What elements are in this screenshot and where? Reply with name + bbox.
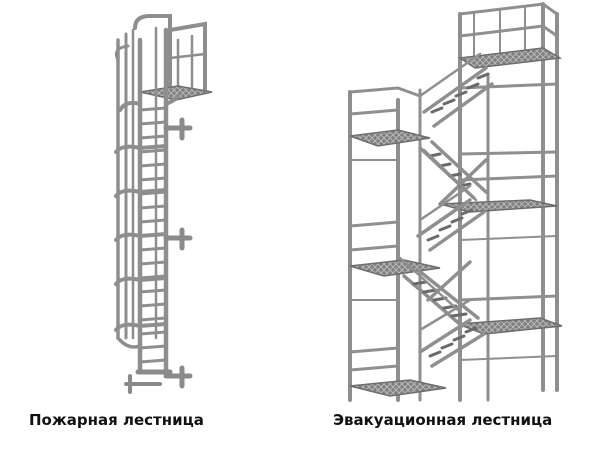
- fire-ladder-caption: Пожарная лестница: [29, 411, 204, 429]
- fire-ladder-image: [114, 14, 213, 394]
- evacuation-staircase-caption: Эвакуационная лестница: [333, 411, 553, 429]
- evacuation-staircase-image: [348, 2, 563, 402]
